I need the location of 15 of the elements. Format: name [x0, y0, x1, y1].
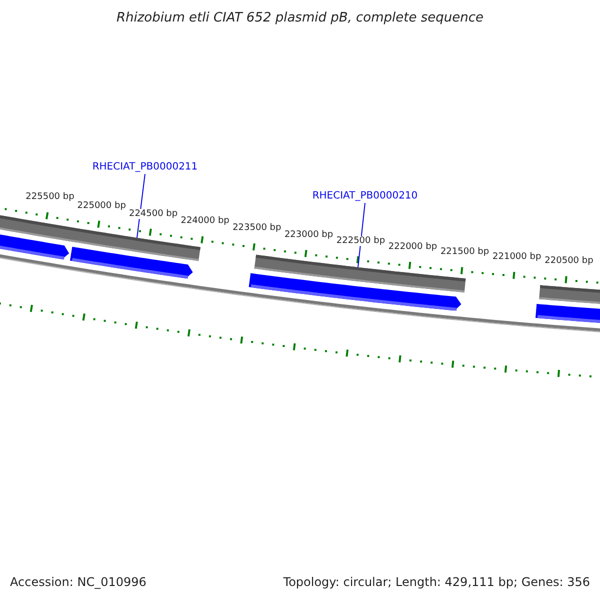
tick-label: 221500 bp	[440, 247, 490, 258]
tick-label: 223500 bp	[232, 223, 282, 234]
tick-label: 225500 bp	[26, 192, 74, 202]
tick-label: 224000 bp	[180, 216, 230, 226]
tick-label: 222500 bp	[336, 236, 386, 246]
title: Rhizobium etli CIAT 652 plasmid pB, complete sequence	[116, 10, 484, 26]
tick-label: 224500 bp	[128, 208, 178, 219]
gene-label: RHECIAT_PB0000210	[312, 190, 418, 202]
footer-text: Accession: NC_010996	[10, 575, 146, 589]
gene-label: RHECIAT_PB0000211	[92, 162, 198, 172]
tick-label: 221000 bp	[492, 252, 542, 262]
footer-text: Topology: circular; Length: 429,111 bp; Genes: 356	[283, 575, 590, 589]
gene-bar	[539, 285, 600, 307]
gene-bar	[254, 254, 466, 292]
tick-label: 220500 bp	[544, 256, 594, 266]
